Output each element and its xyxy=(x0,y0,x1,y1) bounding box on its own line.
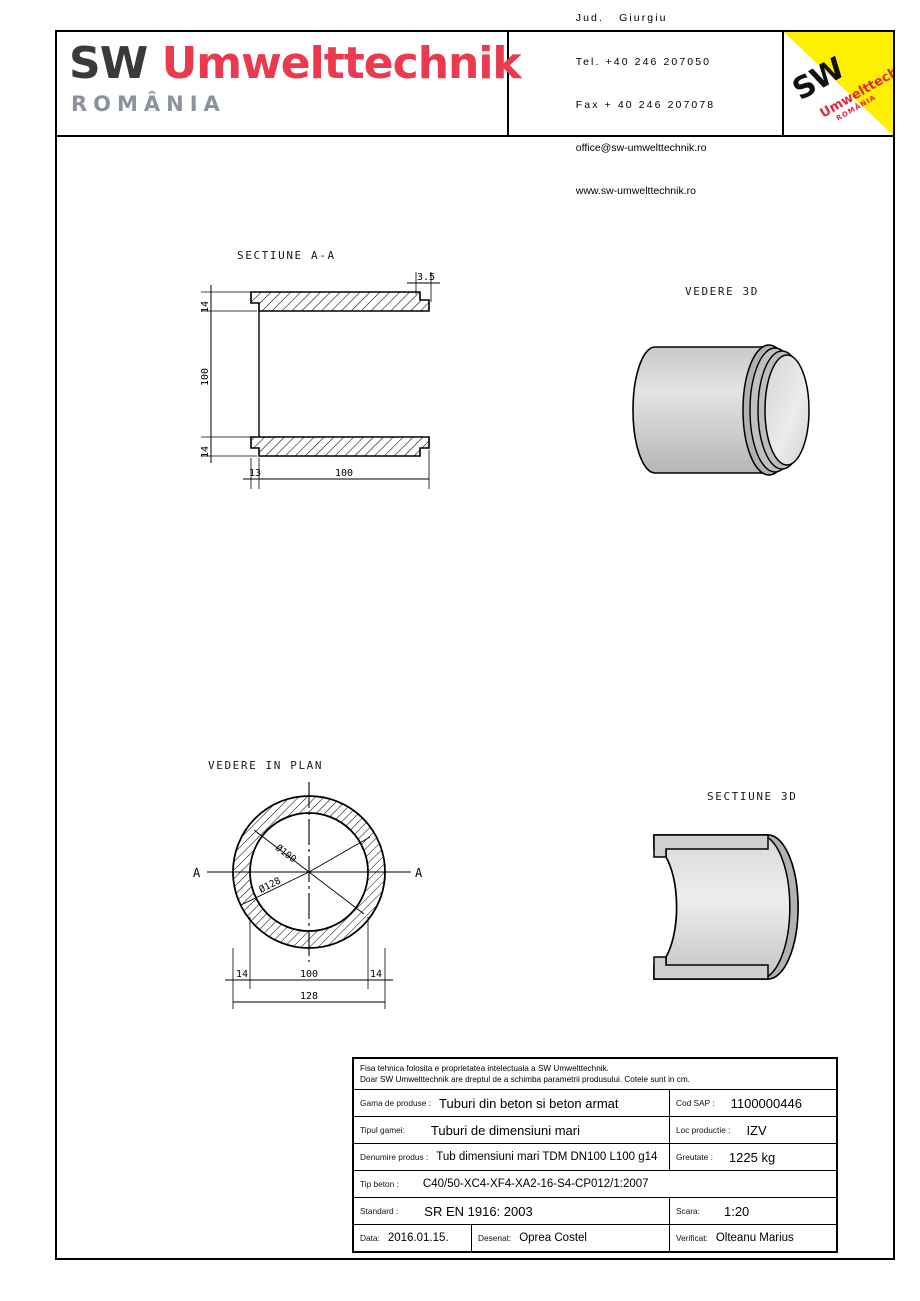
logo-umwelttechnik-text: Umwelttechnik xyxy=(161,38,522,89)
svg-text:100: 100 xyxy=(200,368,211,386)
tipul-gamei-value: Tuburi de dimensiuni mari xyxy=(430,1122,580,1138)
svg-text:100: 100 xyxy=(335,468,353,479)
concrete-type-row: Tip beton : C40/50-XC4-XF4-XA2-16-S4-CP0… xyxy=(354,1171,836,1198)
section-aa-title: SECTIUNE A-A xyxy=(237,249,336,262)
note-line-1: Fisa tehnica folosita e proprietatea int… xyxy=(360,1064,609,1073)
svg-text:A: A xyxy=(193,866,201,880)
svg-text:100: 100 xyxy=(300,969,318,980)
logo-sw-text: SW xyxy=(69,38,148,89)
contact-info-block: 087235 Sat Izvoru Jud. Giurgiu Tel. +40 … xyxy=(509,12,784,197)
view-3d-drawing xyxy=(632,344,810,476)
data-cell: Data: 2016.01.15. xyxy=(354,1225,472,1251)
verificat-label: Verificat: xyxy=(676,1233,708,1243)
scara-cell: Scara: 1:20 xyxy=(670,1198,836,1224)
logo-subtitle: ROMÂNIA xyxy=(71,92,226,116)
tip-beton-label: Tip beton : xyxy=(360,1179,399,1189)
scara-value: 1:20 xyxy=(723,1203,750,1219)
data-label: Data: xyxy=(360,1233,380,1243)
cod-sap-cell: Cod SAP : 1100000446 xyxy=(670,1090,836,1116)
greutate-cell: Greutate : 1225 kg xyxy=(670,1144,836,1170)
svg-text:13: 13 xyxy=(249,468,261,479)
loc-productie-label: Loc productie : xyxy=(676,1125,731,1135)
standard-row: Standard : SR EN 1916: 2003 Scara: 1:20 xyxy=(354,1198,836,1225)
svg-text:128: 128 xyxy=(300,991,318,1002)
tip-beton-cell: Tip beton : C40/50-XC4-XF4-XA2-16-S4-CP0… xyxy=(354,1171,836,1197)
desenat-label: Desenat: xyxy=(478,1233,512,1243)
desenat-cell: Desenat: Oprea Costel xyxy=(472,1225,670,1251)
company-logo-block: SW Umwelttechnik ROMÂNIA xyxy=(57,32,522,135)
denumire-label: Denumire produs : xyxy=(360,1152,429,1162)
logo-badge-block: SW Umwelttechnik ROMÂNIA xyxy=(784,32,893,135)
section-3d-drawing xyxy=(653,834,799,980)
scara-label: Scara: xyxy=(676,1206,700,1216)
sheet-header: SW Umwelttechnik ROMÂNIA 087235 Sat Izvo… xyxy=(57,12,893,197)
drawing-sheet-frame: SW Umwelttechnik ROMÂNIA 087235 Sat Izvo… xyxy=(55,12,895,1260)
standard-value: SR EN 1916: 2003 xyxy=(424,1203,533,1219)
data-value: 2016.01.15. xyxy=(387,1232,449,1244)
plan-view-drawing: A A Ø100 Ø128 14 100 14 128 xyxy=(157,777,457,1037)
contact-tel: Tel. +40 246 207050 xyxy=(575,55,712,68)
cod-sap-value: 1100000446 xyxy=(730,1095,802,1111)
denumire-cell: Denumire produs : Tub dimensiuni mari TD… xyxy=(354,1144,670,1170)
drawing-canvas: SECTIUNE A-A 3.5 xyxy=(57,137,893,1260)
svg-text:14: 14 xyxy=(236,969,248,980)
verificat-cell: Verificat: Olteanu Marius xyxy=(670,1225,836,1251)
tip-beton-value: C40/50-XC4-XF4-XA2-16-S4-CP012/1:2007 xyxy=(422,1178,649,1190)
plan-view-title: VEDERE IN PLAN xyxy=(208,759,324,772)
svg-text:14: 14 xyxy=(200,446,211,458)
tipul-gamei-label: Tipul gamei: xyxy=(360,1125,405,1135)
gama-value: Tuburi din beton si beton armat xyxy=(439,1095,619,1111)
section-3d-title: SECTIUNE 3D xyxy=(707,790,798,803)
tipul-gamei-cell: Tipul gamei: Tuburi de dimensiuni mari xyxy=(354,1117,670,1143)
view-3d-title: VEDERE 3D xyxy=(685,285,760,298)
svg-text:3.5: 3.5 xyxy=(417,272,435,283)
gama-label: Gama de produse : xyxy=(360,1098,432,1108)
section-aa-drawing: 3.5 14 100 14 13 100 xyxy=(200,272,440,489)
greutate-label: Greutate : xyxy=(676,1152,713,1162)
company-logo-text: SW Umwelttechnik xyxy=(69,38,522,89)
gama-cell: Gama de produse : Tuburi din beton si be… xyxy=(354,1090,670,1116)
contact-lines: 087235 Sat Izvoru Jud. Giurgiu Tel. +40 … xyxy=(576,0,715,228)
svg-text:14: 14 xyxy=(200,301,211,313)
range-type-row: Tipul gamei: Tuburi de dimensiuni mari L… xyxy=(354,1117,836,1144)
title-block-note-row: Fisa tehnica folosita e proprietatea int… xyxy=(354,1059,836,1090)
contact-website: www.sw-umwelttechnik.ro xyxy=(575,185,696,198)
greutate-value: 1225 kg xyxy=(728,1149,776,1165)
note-line-2: Doar SW Umwelttechnik are dreptul de a s… xyxy=(360,1075,690,1084)
standard-cell: Standard : SR EN 1916: 2003 xyxy=(354,1198,670,1224)
contact-county: Jud. Giurgiu xyxy=(575,12,668,25)
standard-label: Standard : xyxy=(360,1206,399,1216)
title-block: Fisa tehnica folosita e proprietatea int… xyxy=(352,1057,838,1253)
product-name-row: Denumire produs : Tub dimensiuni mari TD… xyxy=(354,1144,836,1171)
cod-sap-label: Cod SAP : xyxy=(676,1098,715,1108)
signature-row: Data: 2016.01.15. Desenat: Oprea Costel … xyxy=(354,1225,836,1251)
svg-text:14: 14 xyxy=(370,969,382,980)
contact-fax: Fax + 40 246 207078 xyxy=(575,98,716,111)
denumire-value: Tub dimensiuni mari TDM DN100 L100 g14 xyxy=(436,1151,658,1163)
loc-productie-value: IZV xyxy=(746,1122,767,1138)
verificat-value: Olteanu Marius xyxy=(715,1232,794,1244)
loc-productie-cell: Loc productie : IZV xyxy=(670,1117,836,1143)
desenat-value: Oprea Costel xyxy=(519,1232,587,1244)
copyright-note: Fisa tehnica folosita e proprietatea int… xyxy=(354,1059,695,1089)
contact-email: office@sw-umwelttechnik.ro xyxy=(575,142,707,155)
badge-yellow-triangle xyxy=(784,32,893,135)
svg-text:A: A xyxy=(415,866,423,880)
product-range-row: Gama de produse : Tuburi din beton si be… xyxy=(354,1090,836,1117)
